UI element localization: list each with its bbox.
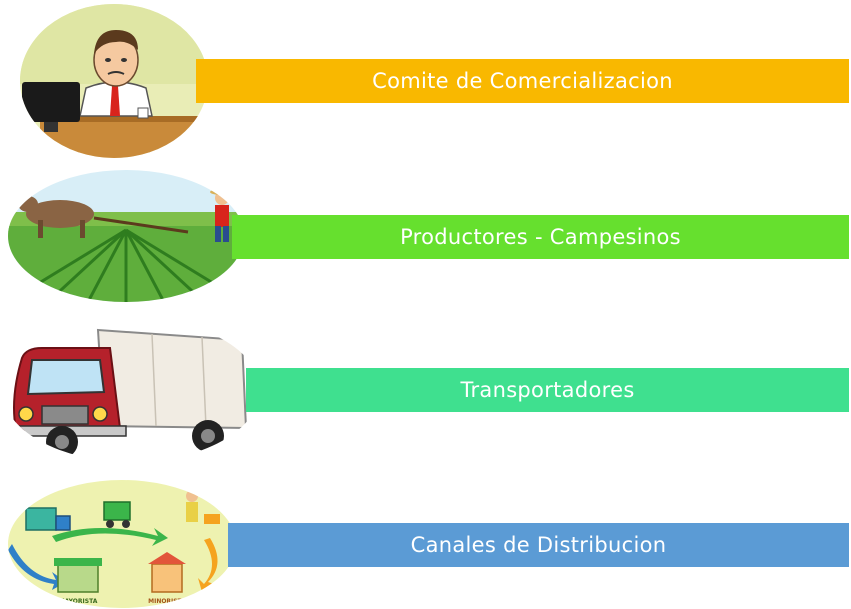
distribution-channels-icon: MAYORISTA MINORISTA: [8, 480, 236, 608]
row-transportadores-bar: Transportadores: [246, 368, 849, 412]
row-canales-bar: Canales de Distribucion: [228, 523, 849, 567]
row-transportadores-label: Transportadores: [460, 378, 635, 402]
farmer-plowing-icon: [8, 170, 244, 302]
row-comercializacion-bar: Comite de Comercializacion: [196, 59, 849, 103]
retailer-label: MINORISTA: [148, 598, 186, 605]
row-productores-label: Productores - Campesinos: [400, 225, 681, 249]
wholesaler-label: MAYORISTA: [59, 598, 98, 605]
office-worker-icon: [20, 4, 208, 158]
delivery-truck-icon: [2, 318, 260, 462]
row-comercializacion-label: Comite de Comercializacion: [372, 69, 673, 93]
row-canales-label: Canales de Distribucion: [410, 533, 667, 557]
row-productores-bar: Productores - Campesinos: [232, 215, 849, 259]
